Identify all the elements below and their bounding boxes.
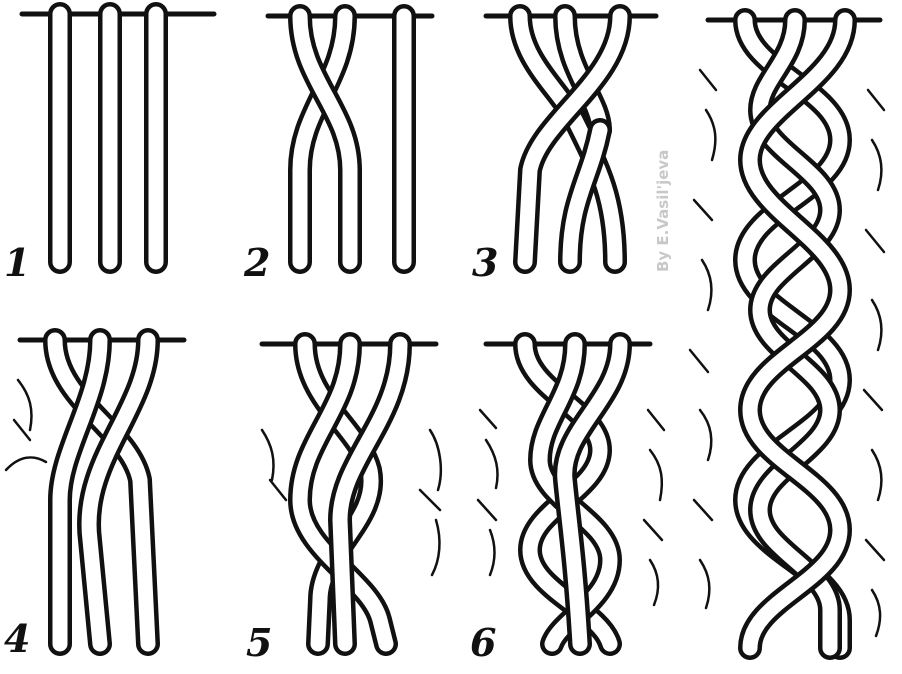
strands	[745, 20, 845, 648]
strands	[55, 340, 148, 644]
step-3-panel: 3	[472, 16, 656, 285]
strands	[300, 344, 400, 644]
step-6-panel: 6	[470, 344, 664, 665]
step-number: 4	[4, 616, 30, 661]
step-number: 6	[470, 620, 496, 665]
watermark: By E.Vasil'jeva	[654, 150, 672, 272]
step-number: 3	[472, 240, 498, 285]
step-5-panel: 5	[246, 344, 441, 665]
step-1-panel: 1	[4, 14, 214, 285]
strands	[60, 14, 156, 262]
strands	[525, 344, 620, 644]
strands	[520, 16, 620, 262]
step-7-panel	[690, 20, 884, 648]
step-number: 5	[246, 620, 272, 665]
step-number: 1	[4, 240, 30, 285]
step-number: 2	[243, 240, 270, 285]
step-4-panel: 4	[4, 340, 184, 661]
strands	[300, 16, 404, 262]
step-2-panel: 2	[243, 16, 432, 285]
loose-hair-strokes	[6, 380, 46, 470]
